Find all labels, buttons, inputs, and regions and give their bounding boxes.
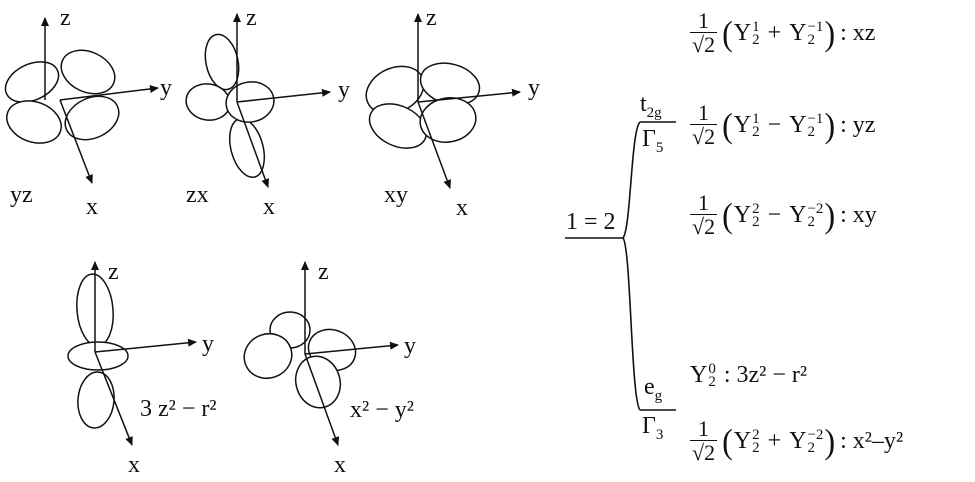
zx-axis-y-label: y: [338, 78, 350, 102]
z2-axis-z-label: z: [108, 260, 119, 284]
z2-axis-x-label: x: [128, 453, 140, 477]
x2y2-axis-y-label: y: [404, 334, 416, 358]
zx-axis-x-label: x: [263, 195, 275, 219]
yz-axis-y-label: y: [160, 76, 172, 100]
z2-axis-y-label: y: [202, 332, 214, 356]
degeneracy-label: 1 = 2: [566, 210, 616, 234]
xy-axis-y-label: y: [528, 76, 540, 100]
xy-axis-x-label: x: [456, 196, 468, 220]
orbital-zx: [183, 14, 330, 187]
gamma3-label: Γ3: [642, 414, 663, 438]
xy-orbital-label: xy: [384, 183, 408, 207]
orbital-yz: [0, 18, 158, 183]
x2y2-axis-x-label: x: [334, 453, 346, 477]
x2y2-axis-z-label: z: [318, 260, 329, 284]
zx-orbital-label: zx: [186, 183, 209, 207]
gamma5-label: Γ5: [642, 127, 663, 151]
x2y2-orbital-label: x² − y²: [350, 398, 414, 422]
xy-axis-z-label: z: [426, 6, 437, 30]
yz-axis-x-label: x: [86, 195, 98, 219]
yz-orbital-label: yz: [10, 183, 33, 207]
zx-axis-z-label: z: [246, 6, 257, 30]
orbital-xy: [359, 14, 520, 188]
splitting-bracket: [565, 122, 676, 410]
t2g-label: t2g: [640, 92, 662, 116]
yz-axis-z-label: z: [60, 6, 71, 30]
eg-label: eg: [644, 375, 662, 399]
z2-orbital-label: 3 z² − r²: [140, 397, 217, 421]
